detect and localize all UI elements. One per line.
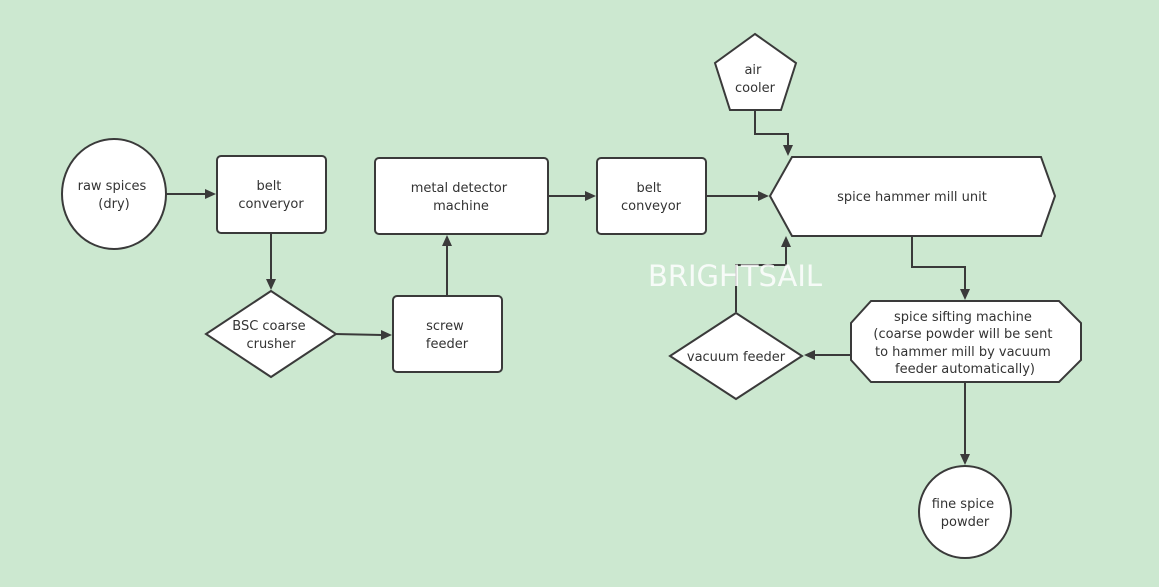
node-belt-conveyor-2-label: belt conveyor [621, 181, 682, 214]
watermark-text: BRIGHTSAIL [648, 259, 822, 293]
node-hammer-mill-label: spice hammer mill unit [837, 190, 987, 205]
arrowhead [205, 189, 216, 199]
node-metal-detector: metal detector machine [374, 157, 549, 235]
arrowhead [758, 191, 769, 201]
arrowhead [960, 289, 970, 300]
node-vacuum-feeder: vacuum feeder [668, 311, 804, 401]
node-air-cooler-label: air cooler [735, 63, 776, 96]
connectors [166, 110, 970, 465]
node-metal-detector-label: metal detector machine [411, 181, 512, 214]
arrowhead [781, 236, 791, 247]
arrowhead [960, 454, 970, 465]
node-sifting-machine: spice sifting machine (coarse powder wil… [850, 300, 1082, 383]
node-sifting-machine-label: spice sifting machine (coarse powder wil… [873, 310, 1056, 377]
node-fine-powder-label: fine spice powder [932, 497, 998, 530]
node-fine-powder: fine spice powder [918, 465, 1012, 559]
arrowhead [804, 350, 815, 360]
node-belt-conveyor-2: belt conveyor [596, 157, 707, 235]
node-raw-spices: raw spices (dry) [61, 138, 167, 250]
connector-cooler-to-mill [754, 110, 789, 146]
connector-crusher-to-screw [334, 333, 383, 336]
arrowhead [585, 191, 596, 201]
arrowhead [783, 145, 793, 156]
node-vacuum-feeder-label: vacuum feeder [687, 350, 786, 365]
node-screw-feeder-label: screw feeder [426, 319, 469, 352]
node-screw-feeder: screw feeder [392, 295, 503, 373]
node-bsc-crusher-label: BSC coarse crusher [232, 319, 309, 352]
arrowhead [442, 235, 452, 246]
node-air-cooler: air cooler [713, 32, 798, 111]
node-hammer-mill: spice hammer mill unit [768, 156, 1057, 237]
node-raw-spices-label: raw spices (dry) [78, 179, 151, 212]
node-belt-conveyor-1: belt converyor [216, 155, 327, 234]
connector-mill-to-sifter [911, 236, 966, 290]
arrowhead [381, 330, 392, 340]
arrowhead [266, 279, 276, 290]
node-belt-conveyor-1-label: belt converyor [238, 179, 304, 212]
connector-vacuum-to-mill [735, 246, 787, 312]
node-bsc-crusher: BSC coarse crusher [204, 289, 338, 379]
